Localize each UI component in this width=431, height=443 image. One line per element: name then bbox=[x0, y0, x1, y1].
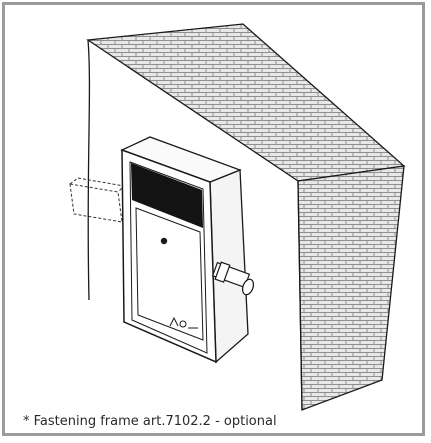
wall-front-face bbox=[87, 39, 303, 411]
figure-caption: * Fastening frame art.7102.2 - optional bbox=[23, 414, 277, 429]
wall-side-bricks bbox=[297, 165, 405, 411]
logo-icon bbox=[169, 316, 198, 329]
fastening-frame-dashed bbox=[69, 177, 129, 223]
pipe-connector bbox=[211, 261, 255, 296]
lock-icon bbox=[160, 237, 168, 245]
enclosure-box bbox=[120, 136, 249, 364]
